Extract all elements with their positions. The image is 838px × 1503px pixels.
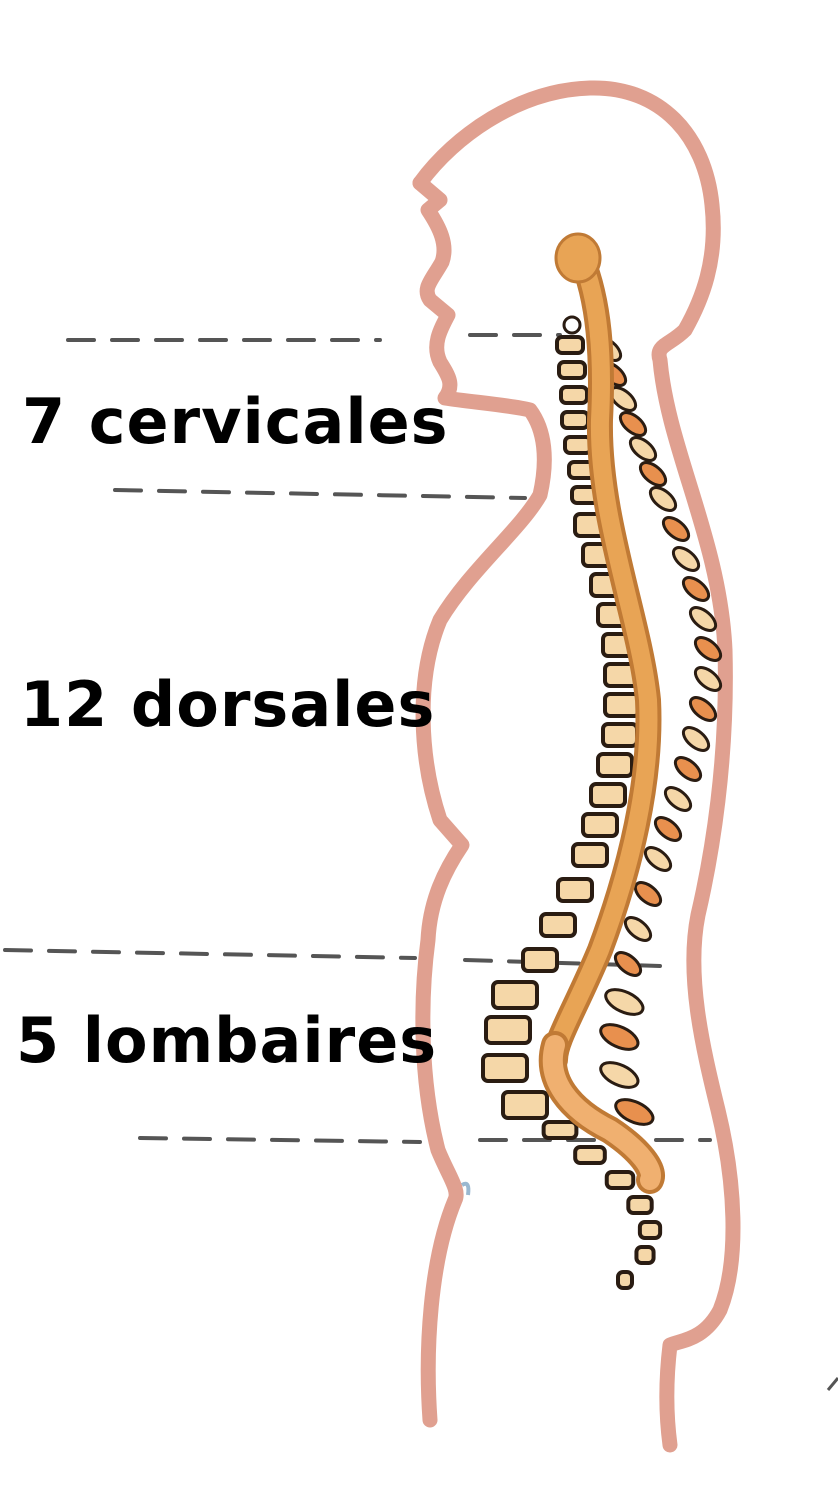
brainstem-top (554, 232, 602, 284)
vertebra-body (559, 385, 589, 405)
label-cervical: 7 cervicales (22, 385, 449, 458)
vertebra-body (481, 1053, 529, 1083)
vertebra-body (556, 877, 594, 903)
buttock-detail (460, 1181, 471, 1196)
spinous-process (623, 916, 653, 942)
vertebra-body (596, 752, 634, 778)
spinous-process (693, 666, 723, 692)
spinous-process (653, 816, 683, 842)
spinous-process (663, 786, 693, 812)
vertebra-body (589, 782, 627, 808)
spinous-process (688, 606, 718, 632)
vertebra-body (557, 360, 587, 380)
spinous-process (688, 696, 718, 722)
spinous-process (661, 516, 691, 542)
vertebral-column (481, 335, 723, 1290)
vertebra-body (521, 947, 559, 973)
spinous-process (599, 1023, 640, 1051)
divider-bottom-lumbar (138, 1136, 422, 1144)
vertebra-body (555, 335, 585, 355)
vertebra-body (634, 1245, 656, 1265)
vertebra-body (484, 1015, 532, 1045)
divider-cervical-dorsal (113, 488, 527, 500)
body-outline (412, 80, 741, 1453)
vertebra-body (601, 722, 639, 748)
spinous-process (613, 951, 643, 977)
spinous-process (618, 411, 648, 437)
spinous-process (681, 726, 711, 752)
front-outline (412, 175, 552, 1428)
spinous-process (673, 756, 703, 782)
edge-mark (826, 1377, 838, 1391)
spinous-process (628, 436, 658, 462)
spinal-cord-fill (546, 246, 658, 1069)
spinous-process (614, 1098, 655, 1126)
vertebra-body (571, 842, 609, 868)
label-lumbar: 5 lombaires (16, 1004, 438, 1077)
spinous-process (604, 988, 645, 1016)
vertebra-body (637, 1220, 663, 1240)
vertebra-body (603, 692, 641, 718)
spinous-process (633, 881, 663, 907)
spinous-process (638, 461, 668, 487)
spinous-process (599, 1061, 640, 1089)
vertebra-body (541, 1120, 579, 1140)
vertebra-body (616, 1270, 634, 1290)
spinous-process (648, 486, 678, 512)
vertebra-body (560, 410, 590, 430)
vertebra-body (563, 435, 593, 455)
cauda-equina-fill (542, 1035, 661, 1190)
vertebra-body (604, 1170, 636, 1190)
vertebra-body (501, 1090, 549, 1120)
label-dorsal: 12 dorsales (20, 668, 436, 741)
spinous-process (681, 576, 711, 602)
vertebra-body (491, 980, 539, 1010)
divider-dorsal-lumbar-inner (463, 958, 662, 968)
divider-lines (3, 333, 712, 1144)
vertebra-body (539, 912, 577, 938)
vertebra-body (573, 1145, 607, 1165)
spinous-process (693, 636, 723, 662)
spinous-process (671, 546, 701, 572)
atlas-knob (562, 315, 582, 335)
divider-dorsal-lumbar (3, 948, 417, 960)
vertebra-body (626, 1195, 654, 1215)
vertebra-body (581, 812, 619, 838)
spinous-process (643, 846, 673, 872)
